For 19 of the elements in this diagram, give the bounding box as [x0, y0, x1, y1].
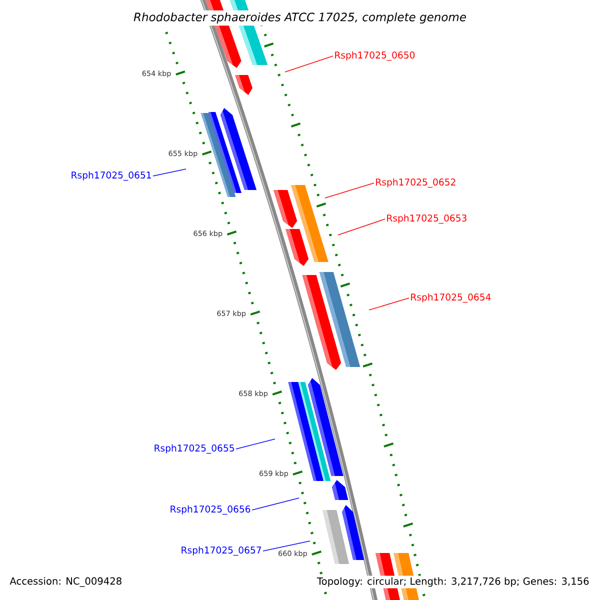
leader-line	[152, 168, 186, 176]
title: Rhodobacter sphaeroides ATCC 17025, complete genome	[132, 10, 468, 26]
gene-label: Rsph17025_0651	[72, 171, 151, 181]
leader-line	[284, 56, 334, 72]
leader-line	[262, 540, 310, 552]
leader-line	[338, 218, 386, 236]
gene-label: Rsph17025_0657	[182, 546, 261, 556]
gene-label: Rsph17025_0653	[387, 214, 466, 224]
leader-line	[236, 438, 276, 450]
gene-label: Rsph17025_0656	[170, 505, 250, 515]
leader-line	[368, 298, 410, 310]
footer-text: Accession: NC_009428	[8, 576, 124, 588]
gene-label: Rsph17025_0654	[411, 293, 491, 303]
gene-label: Rsph17025_0652	[376, 178, 456, 188]
footer-text: Topology: circular; Length: 3,217,726 bp; Genes: 3,156	[316, 576, 591, 588]
gene-label: Rsph17025_0655	[154, 444, 234, 454]
leader-line	[324, 182, 374, 198]
gene-label: Rsph17025_0650	[335, 51, 415, 61]
leader-line	[252, 498, 300, 510]
